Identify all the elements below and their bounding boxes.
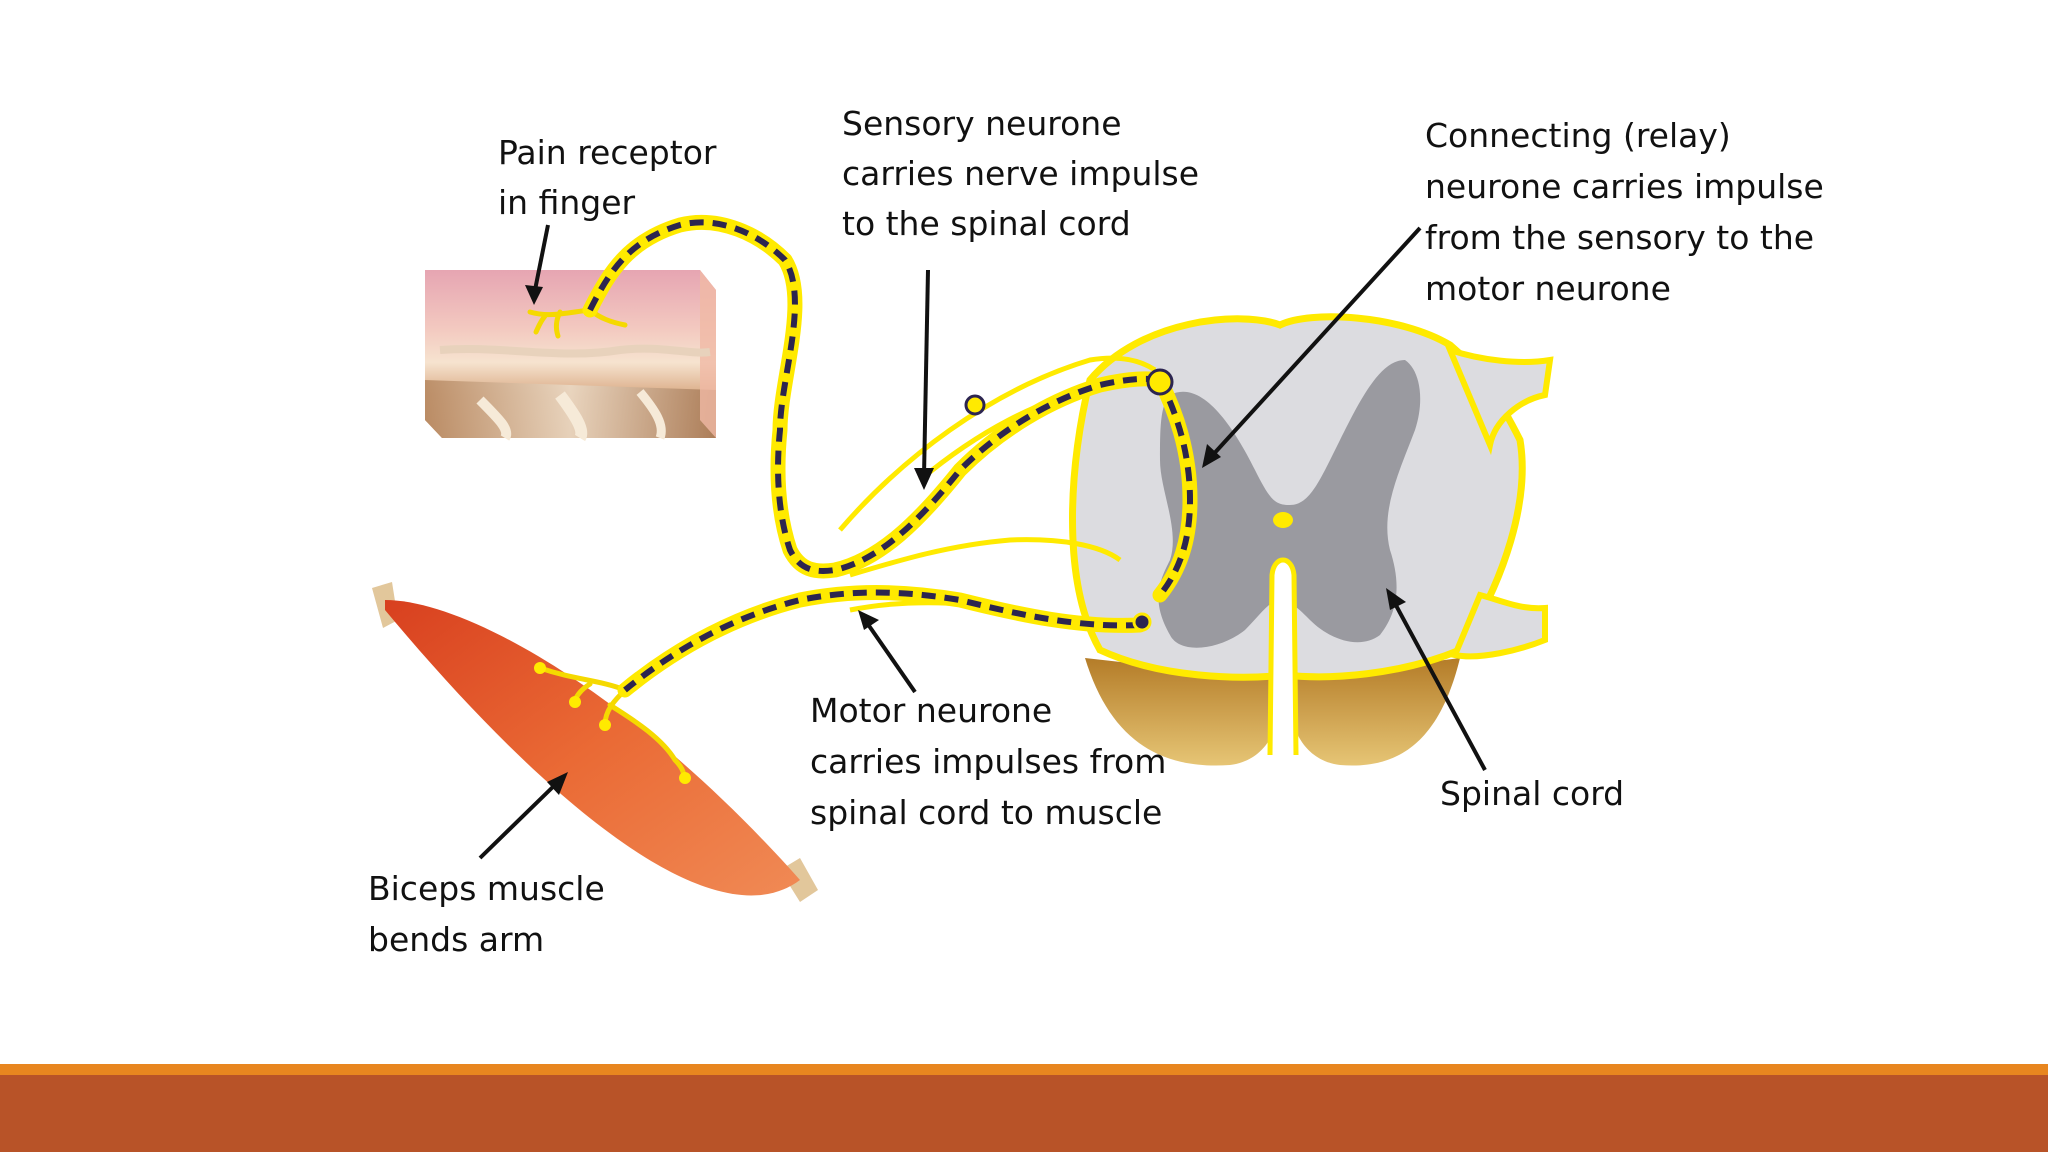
biceps-muscle	[372, 582, 818, 902]
spinal-cord-section	[1069, 313, 1554, 766]
relay-cell-body	[1146, 368, 1174, 396]
motor-end-dot	[534, 662, 546, 674]
pain-receptor-endings	[527, 307, 628, 339]
footer-bar	[0, 1075, 2048, 1152]
motor-end-dot	[679, 772, 691, 784]
motor-end-dot	[599, 719, 611, 731]
motor-neurone-path	[617, 585, 1148, 698]
pain-receptor-label: Pain receptor in finger	[498, 133, 727, 222]
sensory-neurone-label: Sensory neurone carries nerve impulse to…	[842, 104, 1210, 243]
relay-neurone-path	[1152, 372, 1198, 603]
footer-accent-stripe	[0, 1064, 2048, 1075]
label-arrows	[478, 224, 1487, 860]
biceps-label: Biceps muscle bends arm	[368, 869, 615, 959]
spinal-cord-label: Spinal cord	[1440, 774, 1624, 813]
sensory-neurone-path	[582, 214, 1168, 579]
motor-cell-body	[1132, 612, 1152, 632]
ganglion-cell-body	[964, 394, 986, 416]
motor-neurone-label: Motor neurone carries impulses from spin…	[810, 691, 1177, 832]
relay-neurone-label: Connecting (relay) neurone carries impul…	[1425, 116, 1834, 308]
motor-end-dot	[569, 696, 581, 708]
motor-end-plates	[537, 665, 688, 781]
skin-block	[425, 270, 716, 442]
